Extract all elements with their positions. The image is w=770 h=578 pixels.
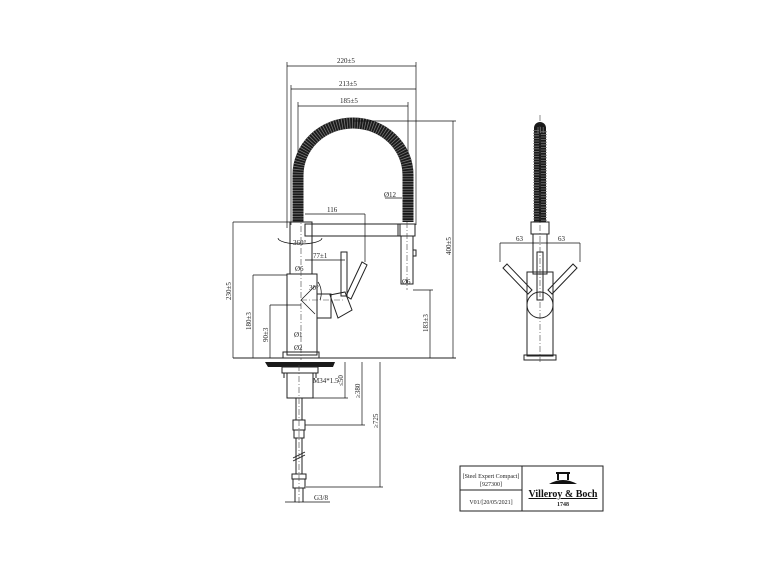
dim-180: 180±3 (245, 312, 253, 330)
dim-side-left: 63 (516, 235, 524, 243)
product-name: [Steel Expert Compact] (463, 474, 520, 480)
mounting-and-hose: M34*1.5 G3/8 (281, 365, 339, 505)
spout: 116 Ø6 (304, 206, 417, 290)
dim-77: 77±1 (313, 252, 328, 260)
version-date: V01/[20/05/2021] (469, 500, 512, 506)
dim-side-right: 63 (558, 235, 566, 243)
dim-116: 116 (327, 206, 338, 214)
dim-90: 90±3 (262, 327, 270, 342)
spring-hose (292, 117, 414, 222)
dim-400: 400±5 (445, 237, 453, 255)
countertop (265, 362, 335, 367)
side-view: 63 63 (499, 115, 581, 362)
rotation-label: 360° (293, 239, 307, 247)
thread-g38: G3/8 (314, 494, 329, 502)
dim-ge380: ≥380 (354, 383, 362, 398)
title-block: [Steel Expert Compact] [927300] V01/[20/… (459, 465, 604, 512)
dim-column-diameter: Ø6 (295, 265, 304, 273)
thread-label: M34*1.5 (313, 377, 339, 385)
dim-diameter-b: Ø2 (294, 344, 303, 352)
dim-angle: 30° (309, 284, 319, 292)
dim-183: 183±3 (422, 314, 430, 332)
dim-diameter-a: Ø1 (294, 331, 303, 339)
width-dimensions: 220±5 213±5 185±5 (286, 57, 417, 228)
dim-spray-diameter: Ø6 (402, 278, 411, 286)
dim-le50: ≤50 (337, 375, 345, 386)
dim-220: 220±5 (337, 57, 355, 65)
faucet-body: 360° 77±1 Ø6 30° Ø1 Ø2 (277, 215, 368, 360)
dim-hose-diameter: Ø12 (384, 191, 397, 199)
villeroy-boch-logo: Villeroy & Boch 1748 (529, 472, 598, 508)
dim-230: 230±5 (225, 282, 233, 300)
dim-213: 213±5 (339, 80, 357, 88)
brand-name: Villeroy & Boch (529, 489, 598, 500)
brand-year: 1748 (557, 502, 569, 508)
dim-ge725: ≥725 (372, 413, 380, 428)
dim-185: 185±5 (340, 97, 358, 105)
product-code: [927300] (480, 482, 502, 488)
